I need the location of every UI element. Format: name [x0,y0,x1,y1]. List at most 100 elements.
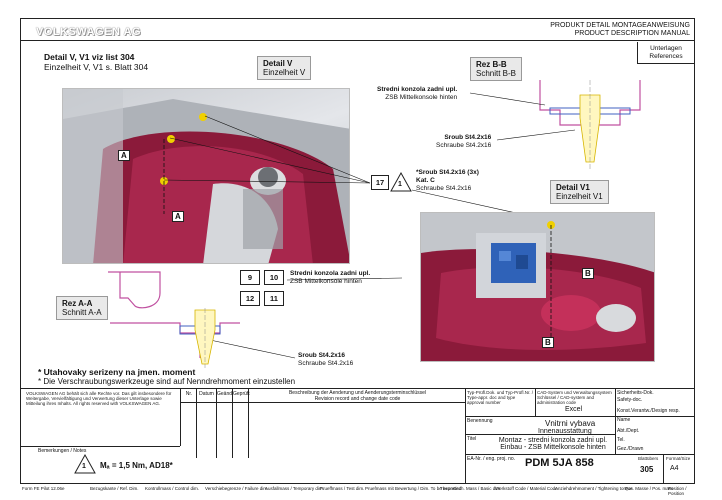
note-konzola-top-de: ZSB Mittelkonsole hinten [385,94,458,101]
tel-label: Tel. [617,437,625,443]
legend-strip: Form FE Pilot 12.06e Bezugskante / Ref. … [20,485,695,497]
detail-title-de: Einzelheit V, V1 s. Blatt 304 [44,62,149,72]
document-title-de: PRODUKT DETAIL MONTAGEANWEISUNG [550,22,690,29]
dept-label: Abt./Dept. [617,428,640,434]
detail-v-label: Detail V Einzelheit V [257,56,312,80]
note-screw-bottom: Sroub St4.2x16 Schraube St4.2x16 [298,352,353,368]
format-value: A4 [670,465,679,472]
format-label: Format/Size [666,456,691,461]
col-gepr: Geprüft [233,391,250,397]
titleblock-divider [615,388,616,454]
note-screw-top-cz: Sroub St4.2x16 [444,134,492,141]
torque-note-cz: * Utahovaky serizeny na jmen. moment [38,367,196,377]
titleblock-divider [663,454,664,484]
titleblock-divider [465,454,695,455]
sheet-label: Blattübers [638,456,659,461]
cad-system-label: CAD-System und Verwaltungssystem Schlüss… [537,390,612,405]
rez-aa-label-de: Schnitt A-A [62,308,102,317]
titleblock-divider [196,388,197,458]
part-name-cz: Vnitrni vybava [545,419,596,428]
rez-bb-label: Rez B-B Schnitt B-B [470,57,523,81]
brand-logo-text: VOLKSWAGEN AG [36,26,142,38]
sheet-number: 305 [640,465,654,474]
drawing-title-cz: Montaz - stredni konzola zadni upl. [498,437,608,444]
console-rear-illustration [421,213,654,361]
titleblock-divider [465,388,466,484]
col-geaend: Geänd. [217,391,234,397]
callout-1: 1 [398,181,402,188]
note-screw-main-kat: Kat. C [416,177,435,184]
callout-10: 10 [264,270,284,285]
titleblock-top-border [20,388,695,389]
note-screw-main: *Sroub St4.2x16 (3x) Kat. C Schraube St4… [416,169,479,193]
type-approval-label: Typ-Prüfl.Dok. und Typ-Prüfl.Nr. / Type-… [467,390,533,405]
references-de: Unterlagen [650,45,682,52]
note-screw-bottom-de: Schraube St4.2x16 [298,360,354,367]
design-resp-label: Konst.Verantw./Design resp. [617,408,680,414]
col-datum: Datum [199,391,214,397]
torque-spec: Mₐ = 1,5 Nm, AD18* [100,461,173,470]
revision-header: Beschreibung der Aenderung und Aenderung… [255,390,460,402]
legend-item: Werkstoff Code / Material Code [495,486,558,491]
detail-v-label-cz: Detail V [263,59,293,68]
benennung-label: Benennung [467,418,493,424]
form-id: Form FE Pilot 12.06e [22,486,65,491]
legend-item: Pos. Masse / Pos. mass [625,486,674,491]
note-konzola-middle: Stredni konzola zadni upl. ZSB Mittelkon… [290,270,370,286]
torque-note-de: * Die Verschraubungswerkzeuge sind auf N… [38,377,296,386]
torque-triangle-icon [74,454,96,474]
name-label: Name [617,417,631,423]
drawing-title-de: Einbau - ZSB Mittelkonsole hinten [500,444,606,451]
titleblock-divider [465,434,615,435]
cad-system-value: Excel [565,406,583,413]
callout-17: 17 [371,175,389,190]
legend-item: Ausfallmass / Temporary dim. [265,486,324,491]
legend-item: Position / Position [668,486,687,496]
detail-v1-label-cz: Detail V1 [556,183,590,192]
safety-doc-en: Safety-doc. [617,397,643,403]
part-name: Vnitrni vybava [545,419,595,428]
detail-title: Detail V, V1 viz list 304 Einzelheit V, … [44,52,148,72]
rez-aa-label: Rez A-A Schnitt A-A [56,296,108,320]
notes-label: Bemerkungen / Notes [38,448,87,454]
titleblock-divider [180,388,181,446]
titleblock-divider [535,388,536,416]
torque-triangle-number: 1 [82,463,86,470]
torque-triangle-icon [390,172,412,192]
note-screw-bottom-cz: Sroub St4.2x16 [298,352,345,359]
legend-item: Pruefmass mit Bewertung / Dim. To be exp… [365,486,462,491]
note-konzola-middle-cz: Stredni konzola zadni upl. [290,270,371,277]
section-marker-a-top: A [118,150,130,161]
legal-notice: VOLKSWAGEN AG behält sich alle Rechte vo… [26,391,172,406]
section-marker-b-top: B [582,268,594,279]
legend-item: Theoretisch. Mass / Basic dim. [440,486,502,491]
note-konzola-top: Stredni konzola zadni upl. ZSB Mittelkon… [377,86,457,102]
rez-bb-label-cz: Rez B-B [476,60,507,69]
note-screw-top-de: Schraube St4.2x16 [436,142,492,149]
callout-12: 12 [240,291,260,306]
note-konzola-top-cz: Stredni konzola zadni upl. [377,86,458,93]
revision-header-de: Beschreibung der Aenderung und Aenderung… [288,390,427,396]
drawing-title: Montaz - stredni konzola zadni upl. Einb… [492,437,614,451]
callout-9: 9 [240,270,260,285]
legend-item: Kontrollmass / Control dim. [145,486,200,491]
section-marker-a-bottom: A [172,211,184,222]
section-aa-drawing [108,271,240,368]
section-bb-drawing [539,80,641,170]
titleblock-divider [180,402,465,403]
note-screw-top: Sroub St4.2x16 Schraube St4.2x16 [436,134,491,150]
note-screw-main-de: Schraube St4.2x16 [416,185,472,192]
legend-item: Bezugskante / Ref. Dim. [90,486,139,491]
detail-v1-photo [420,212,655,362]
legend-item: Verschiebegrenze / Failure dim. [205,486,269,491]
references-box: Unterlagen References [637,42,694,64]
titleblock-divider [465,416,695,417]
rez-aa-label-cz: Rez A-A [62,299,93,308]
callout-11: 11 [264,291,284,306]
legend-item: Anziehdrehmoment / Tightening torque [555,486,633,491]
detail-v1-label-de: Einzelheit V1 [556,192,603,201]
detail-v-label-de: Einzelheit V [263,68,306,77]
drawn-label: Gez./Drawn [617,446,644,452]
note-konzola-middle-de: ZSB Mittelkonsole hinten [290,278,362,285]
header-divider [20,40,695,41]
